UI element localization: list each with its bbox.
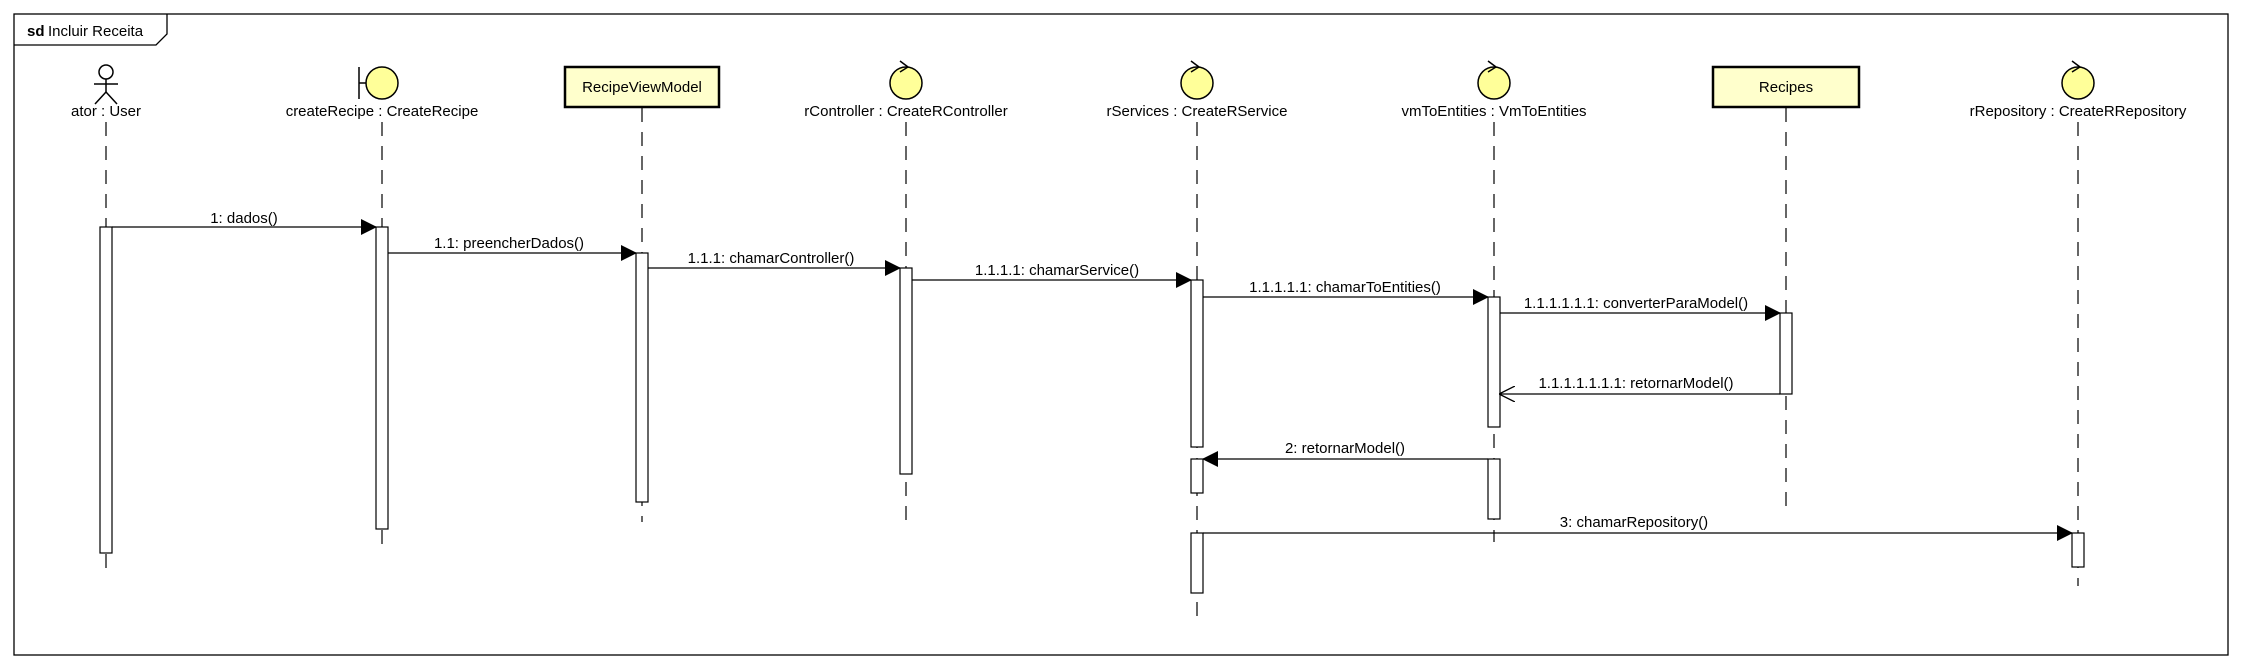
boundary-icon — [358, 66, 399, 100]
frame-keyword: sd — [27, 23, 45, 40]
activation-bar — [899, 267, 913, 475]
control-icon — [1477, 60, 1511, 100]
frame-border — [13, 13, 2229, 656]
message-label: 3: chamarRepository() — [1560, 514, 1708, 531]
lifeline-label-vmToEntities: vmToEntities : VmToEntities — [1401, 103, 1586, 120]
frame-title: Incluir Receita — [48, 23, 144, 40]
message-label: 2: retornarModel() — [1285, 440, 1405, 457]
activation-bar — [1487, 296, 1501, 428]
activation-bar — [99, 226, 113, 554]
activation-bar — [635, 252, 649, 503]
activation-bar — [1190, 279, 1204, 448]
lifeline-label-recipes: Recipes — [1759, 79, 1813, 96]
activation-bar — [1190, 458, 1204, 494]
lifeline-label-recipeViewModel: RecipeViewModel — [582, 79, 702, 96]
lifeline-box-recipeViewModel — [563, 65, 721, 109]
activation-bar — [1190, 532, 1204, 594]
activation-bar — [375, 226, 389, 530]
message-label: 1.1.1.1.1.1.1: retornarModel() — [1538, 375, 1733, 392]
lifeline-label-rRepository: rRepository : CreateRRepository — [1970, 103, 2187, 120]
message-label: 1.1.1.1.1.1: converterParaModel() — [1524, 295, 1748, 312]
message-label: 1.1.1: chamarController() — [688, 250, 855, 267]
activation-bars — [99, 226, 2085, 594]
lifeline-label-rController: rController : CreateRController — [804, 103, 1007, 120]
message-label: 1.1.1.1: chamarService() — [975, 262, 1139, 279]
messages: 1: dados() 1.1: preencherDados() 1.1.1: … — [112, 210, 2073, 541]
message-label: 1.1: preencherDados() — [434, 235, 584, 252]
control-icon — [889, 60, 923, 100]
message-label: 1: dados() — [210, 210, 278, 227]
frame-tab — [14, 14, 168, 46]
lifeline-label-createRecipe: createRecipe : CreateRecipe — [286, 103, 479, 120]
lifeline-label-rServices: rServices : CreateRService — [1107, 103, 1288, 120]
lifeline-label-ator: ator : User — [71, 103, 141, 120]
message-label: 1.1.1.1.1: chamarToEntities() — [1249, 279, 1441, 296]
actor-icon — [94, 64, 118, 105]
activation-bar — [1779, 312, 1793, 395]
lifeline-box-recipes — [1711, 65, 1861, 109]
control-icon — [2061, 60, 2095, 100]
interaction-frame: sd Incluir Receita — [13, 13, 2229, 656]
activation-bar — [1487, 458, 1501, 520]
activation-bar — [2071, 532, 2085, 568]
control-icon — [1180, 60, 1214, 100]
lifeline-heads: ator : User createRecipe : CreateRecipe … — [71, 60, 2187, 120]
